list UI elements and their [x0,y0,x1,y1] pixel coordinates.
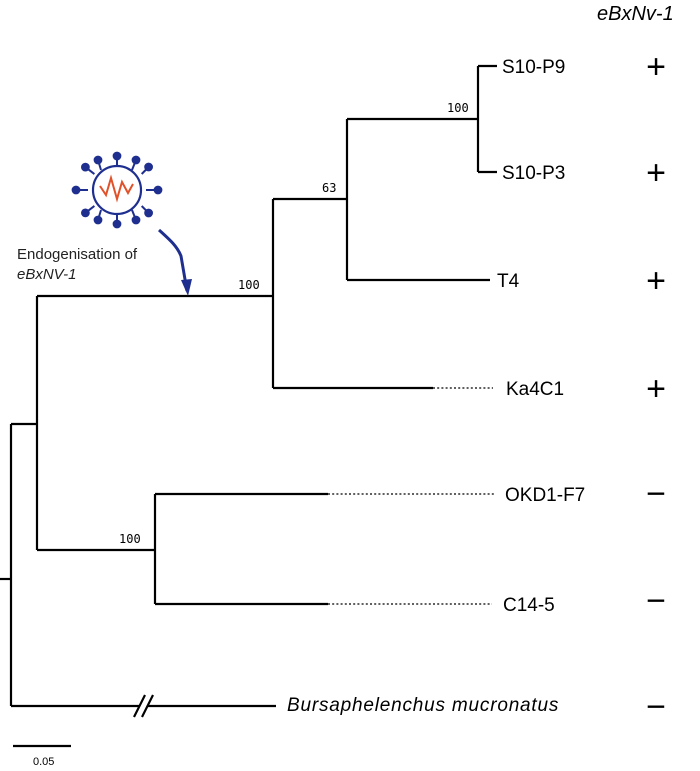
presence-sign: + [646,370,666,408]
taxon-label: S10-P9 [502,57,565,78]
genome-squiggle-icon [99,174,134,203]
axis-break-slash-1 [133,694,146,718]
annotation-line-1: Endogenisation of [17,246,138,263]
presence-sign: + [646,262,666,300]
taxon-label: C14-5 [503,595,555,616]
scale-bar-label: 0.05 [33,756,54,768]
virus-icon [71,151,163,229]
taxon-label: T4 [497,271,520,292]
support-value: 100 [119,532,141,546]
support-value: 100 [238,278,260,292]
taxon-label: Ka4C1 [506,379,564,400]
absence-sign: − [646,688,666,726]
tree-branches [0,64,497,718]
absence-sign: − [646,582,666,620]
taxon-label: S10-P3 [502,163,565,184]
presence-sign: + [646,154,666,192]
presence-column-header: eBxNv-1 [597,3,674,25]
support-value: 100 [447,101,469,115]
axis-break-slash-2 [141,694,154,718]
dotted-extensions [328,387,495,605]
presence-sign: + [646,48,666,86]
taxon-label-outgroup: Bursaphelenchus mucronatus [287,695,559,716]
annotation-line-2: eBxNV-1 [17,266,76,283]
taxon-label: OKD1-F7 [505,485,585,506]
support-value: 63 [322,181,336,195]
curved-arrow-icon [157,228,192,296]
absence-sign: − [646,475,666,513]
